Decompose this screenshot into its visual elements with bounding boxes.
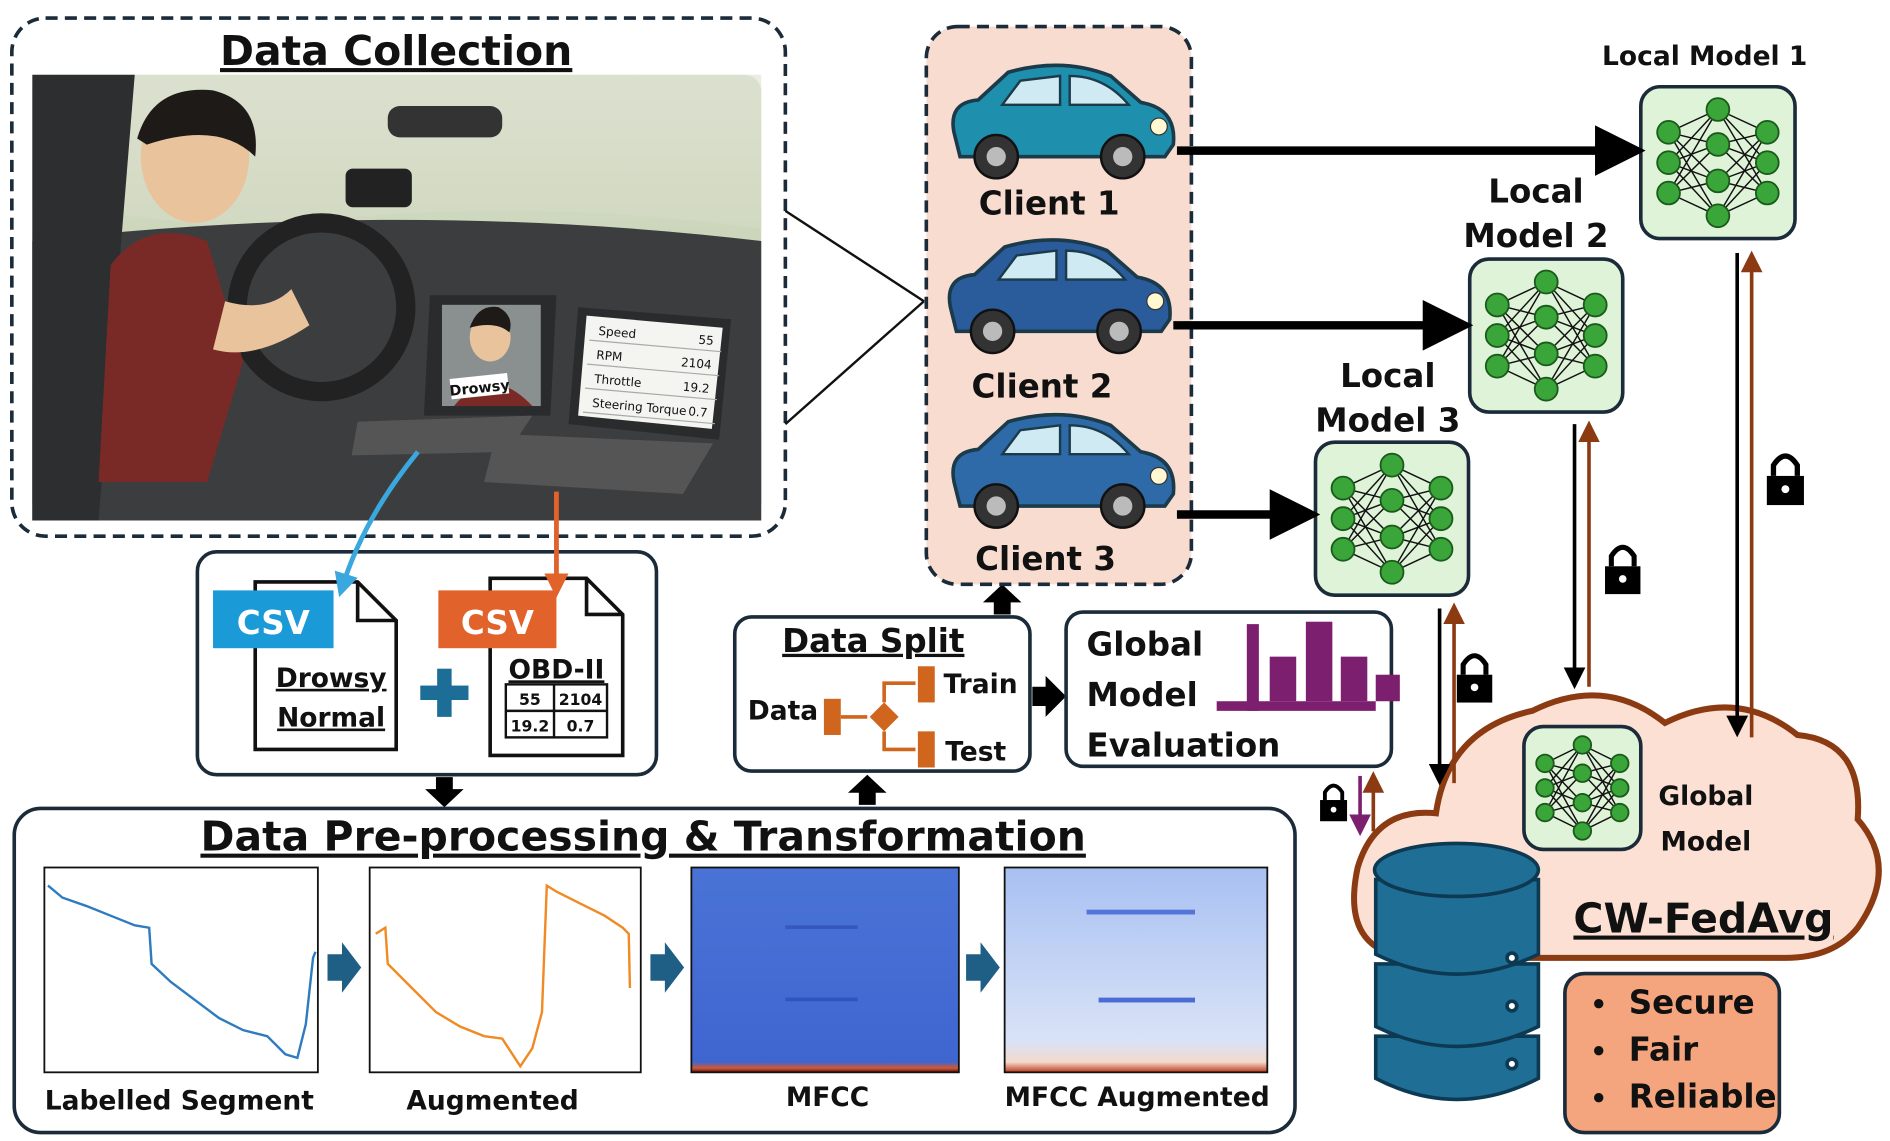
eval-line2: Model [1087,676,1198,714]
property-fair: Fair [1629,1030,1698,1068]
test-label: Test [945,736,1006,767]
global-model-label: Global [1658,781,1753,812]
csv-tag-orange [438,590,557,649]
clients-panel: Client 1 Client 2 Client 3 [924,24,1194,587]
bar-chart-icon [1216,621,1400,711]
data-split-panel: Data Split Data Train Test [732,615,1032,773]
zoom-connector-line [784,300,925,426]
obd-cell: 2104 [559,690,603,709]
drowsy-label: Drowsy [449,378,511,400]
eval-line3: Evaluation [1087,727,1281,765]
obd-row: RPM 2104 [587,348,720,377]
properties-box: • Secure • Fair • Reliable [1563,971,1782,1135]
neural-network-icon-global [1522,724,1643,852]
car-icon-client-2 [947,238,1172,355]
augmented-plot [368,866,642,1074]
property-secure: Secure [1629,983,1755,1021]
global-model-label: Model [1661,827,1752,858]
obd-field: Speed [598,324,637,341]
labelled-segment-plot [43,866,319,1074]
csv-tag-text: CSV [237,604,310,642]
neural-network-icon-local-1 [1638,84,1797,241]
client-label: Client 1 [979,184,1120,222]
neural-network-icon-local-2 [1467,257,1625,414]
panel-label: Augmented [406,1086,578,1117]
eval-line1: Global [1087,625,1204,663]
obd-value: 0.7 [688,404,708,420]
mfcc-augmented-spectrogram [1003,866,1269,1074]
cw-fedavg-label: CW-FedAvg [1573,895,1833,943]
train-label: Train [944,669,1018,700]
obd-cell: 0.7 [567,716,595,735]
client-label: Client 2 [972,368,1113,406]
doc-normal-text: Normal [277,703,385,734]
lock-icon [1456,653,1493,703]
local-model-2-label: Local [1488,172,1583,210]
zoom-connector-line [784,209,925,303]
local-model-2-label: Model 2 [1463,217,1608,255]
local-model-1-label: Local Model 1 [1602,41,1807,72]
data-collection-panel: Data Collection Drowsy [10,16,788,538]
preprocessing-title: Data Pre-processing & Transformation [200,813,1085,861]
obd-cell: 55 [519,690,541,709]
camera-to-csv-arrow [334,450,420,598]
obd-row: Throttle 19.2 [584,372,718,401]
obd-value: 19.2 [682,380,710,396]
csv-tag-text: CSV [461,604,534,642]
lock-icon [1766,453,1804,506]
plus-icon [420,668,469,717]
property-reliable: Reliable [1629,1077,1777,1115]
lock-icon [1605,544,1641,595]
svg-text:•: • [1590,1083,1607,1114]
down-arrow [425,777,464,808]
obd-value: 2104 [681,355,713,372]
svg-text:•: • [1590,989,1607,1020]
obd-value: 55 [698,333,714,348]
up-arrow [982,584,1022,615]
car-icon-client-1 [951,63,1176,180]
data-split-input: Data [748,695,818,726]
data-collection-title: Data Collection [220,27,572,75]
lock-icon [1320,783,1348,822]
camera-laptop: Drowsy [351,295,557,456]
obd-field: Throttle [593,372,642,390]
up-arrow [848,774,887,805]
global-model-evaluation-panel: Global Model Evaluation [1064,610,1400,769]
neural-network-icon-local-3 [1313,440,1471,598]
model-exchange-arrows [1349,250,1763,837]
panel-label: Labelled Segment [45,1086,315,1117]
mfcc-spectrogram [690,866,960,1074]
panel-label: MFCC [786,1082,869,1113]
doc-drowsy-text: Drowsy [276,663,387,694]
split-flow-icon [823,666,935,768]
panel-label: MFCC Augmented [1005,1082,1270,1113]
csv-tag-blue [213,590,334,649]
obd-field: RPM [596,348,623,364]
right-arrow [1032,675,1067,717]
svg-text:•: • [1590,1036,1607,1067]
step-arrows [327,942,1000,993]
database-icon [1372,841,1541,1102]
obd-row: Speed 55 [589,324,722,353]
obd-title: OBD-II [508,654,604,685]
client-label: Client 3 [975,540,1116,578]
data-split-title: Data Split [782,622,964,660]
obd-mini-table: 55 2104 19.2 0.7 [504,683,609,739]
local-model-3-label: Local [1340,357,1435,395]
obd-cell: 19.2 [511,716,550,735]
local-model-3-label: Model 3 [1315,401,1460,439]
preprocessing-panel: Data Pre-processing & Transformation Lab… [12,806,1297,1135]
car-icon-client-3 [951,412,1176,529]
csv-files-panel: CSV Drowsy Normal CSV OBD-II 55 2104 19.… [195,550,659,777]
